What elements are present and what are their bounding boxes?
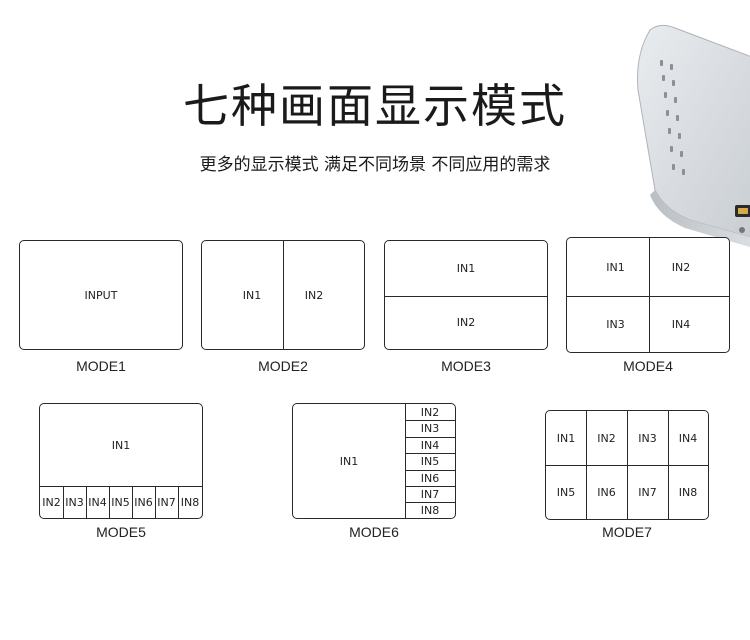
page-subtitle: 更多的显示模式 满足不同场景 不同应用的需求: [199, 155, 551, 175]
input-cell: IN5: [556, 485, 576, 499]
input-cell: IN3: [420, 422, 440, 435]
divider: [405, 437, 455, 438]
input-cell: IN2: [304, 288, 324, 302]
input-cell: IN8: [180, 495, 200, 509]
divider: [40, 486, 202, 487]
divider: [649, 238, 650, 352]
input-cell: IN2: [597, 431, 616, 445]
mode-4-screen: IN1 IN2 IN3 IN4: [566, 237, 730, 353]
mode-7-screen: IN1 IN2 IN3 IN4 IN5 IN6 IN7 IN8: [545, 410, 709, 520]
mode-label: MODE4: [623, 358, 673, 374]
input-cell: IN7: [638, 485, 657, 499]
mode-label: MODE7: [602, 524, 652, 540]
divider: [567, 296, 729, 297]
divider: [546, 465, 708, 466]
mode-label: MODE1: [76, 358, 126, 374]
divider: [405, 420, 455, 421]
input-cell: IN6: [134, 495, 153, 509]
mode-label: MODE5: [96, 524, 146, 540]
divider: [132, 486, 133, 518]
input-cell: IN6: [597, 485, 616, 499]
input-cell: IN1: [606, 260, 625, 274]
divider: [283, 241, 284, 349]
input-cell: IN2: [42, 495, 61, 509]
divider: [405, 486, 455, 487]
input-cell: IN6: [420, 471, 440, 485]
input-cell: IN1: [339, 454, 359, 468]
input-cell: IN4: [671, 317, 691, 331]
input-cell: IN3: [638, 431, 657, 445]
input-cell: IN8: [678, 485, 698, 499]
mode-label: MODE2: [258, 358, 308, 374]
input-cell: IN1: [456, 262, 476, 275]
divider: [155, 486, 156, 518]
video-processor-device-icon: [637, 24, 750, 248]
input-cell: INPUT: [84, 288, 118, 302]
input-cell: IN5: [420, 455, 440, 468]
divider: [405, 404, 406, 518]
input-cell: IN1: [556, 431, 576, 445]
mode-2-screen: IN1 IN2: [201, 240, 365, 350]
input-cell: IN2: [456, 316, 476, 329]
input-cell: IN3: [606, 317, 625, 331]
input-cell: IN4: [678, 431, 698, 445]
divider: [385, 296, 547, 297]
input-cell: IN5: [111, 495, 130, 509]
input-cell: IN8: [420, 503, 440, 517]
input-cell: IN4: [420, 438, 440, 452]
divider: [405, 453, 455, 454]
mode-3-screen: IN1 IN2: [384, 240, 548, 350]
mode-label: MODE6: [349, 524, 399, 540]
mode-5-screen: IN1 IN2 IN3 IN4 IN5 IN6 IN7 IN8: [39, 403, 203, 519]
input-cell: IN2: [671, 260, 691, 274]
input-cell: IN1: [111, 438, 131, 452]
divider: [405, 502, 455, 503]
input-cell: IN7: [420, 487, 440, 501]
mode-6-screen: IN1 IN2 IN3 IN4 IN5 IN6 IN7 IN8: [292, 403, 456, 519]
page-title: 七种画面显示模式: [183, 79, 567, 133]
input-cell: IN7: [157, 495, 176, 509]
mode-1-screen: INPUT: [19, 240, 183, 350]
divider: [405, 470, 455, 471]
input-cell: IN1: [242, 288, 262, 302]
divider: [109, 486, 110, 518]
divider: [63, 486, 64, 518]
input-cell: IN3: [65, 495, 84, 509]
divider: [178, 486, 179, 518]
input-cell: IN2: [420, 405, 440, 419]
input-cell: IN4: [88, 495, 107, 509]
mode-label: MODE3: [441, 358, 491, 374]
divider: [86, 486, 87, 518]
